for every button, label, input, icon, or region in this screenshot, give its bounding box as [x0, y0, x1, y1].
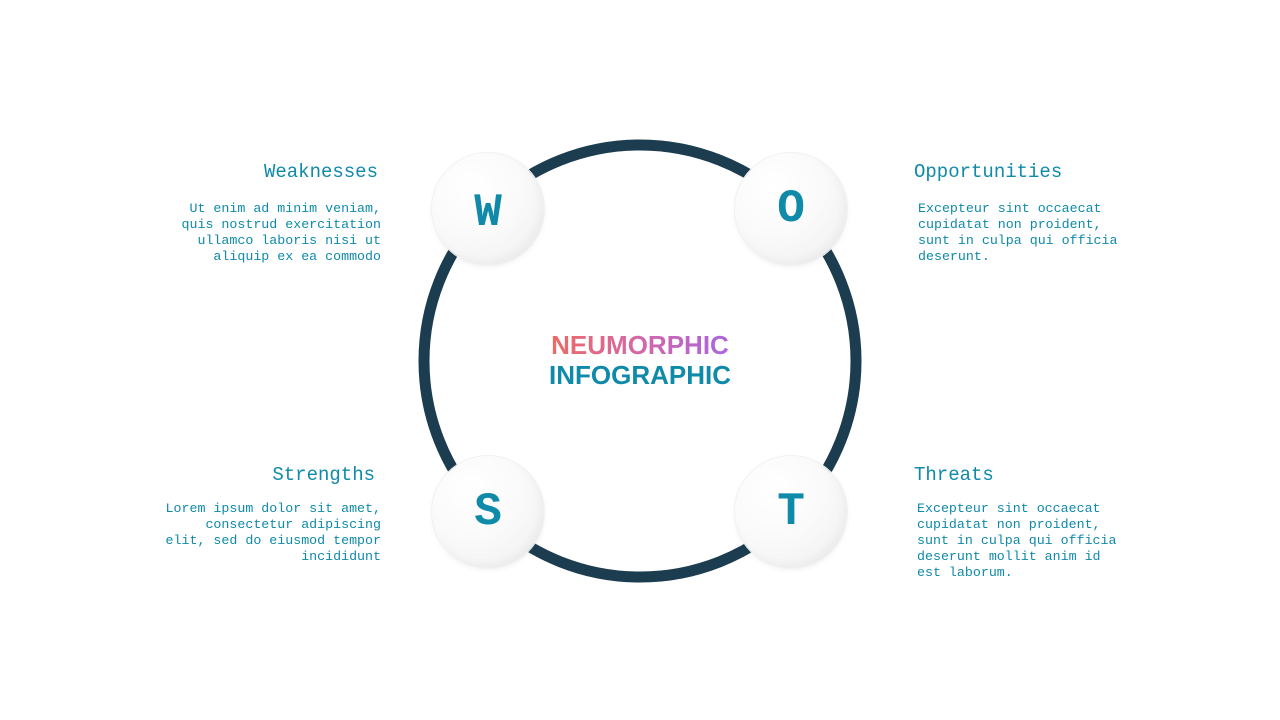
weaknesses-text: Ut enim ad minim veniam, quis nostrud ex…: [181, 201, 382, 264]
weaknesses-node: W: [432, 153, 544, 265]
strengths-text: Lorem ipsum dolor sit amet, consectetur …: [165, 501, 381, 564]
threats-text: Excepteur sint occaecat cupidatat non pr…: [917, 501, 1117, 580]
threats-letter: T: [777, 486, 805, 538]
weaknesses-letter: W: [474, 187, 502, 239]
ring-circle: [418, 139, 862, 583]
opportunities-node: O: [735, 153, 847, 265]
strengths-title: Strengths: [272, 464, 375, 486]
center-title-line1: NEUMORPHIC: [540, 330, 740, 360]
weaknesses-title: Weaknesses: [263, 161, 378, 183]
threats-node: T: [735, 456, 847, 568]
threats-title: Threats: [914, 464, 994, 486]
center-title-line2: INFOGRAPHIC: [549, 360, 731, 390]
opportunities-text: Excepteur sint occaecat cupidatat non pr…: [918, 201, 1118, 264]
center-title: NEUMORPHIC INFOGRAPHIC: [540, 330, 740, 390]
strengths-node: S: [432, 456, 544, 568]
opportunities-title: Opportunities: [914, 161, 1063, 183]
strengths-letter: S: [474, 486, 502, 538]
opportunities-letter: O: [777, 183, 805, 235]
